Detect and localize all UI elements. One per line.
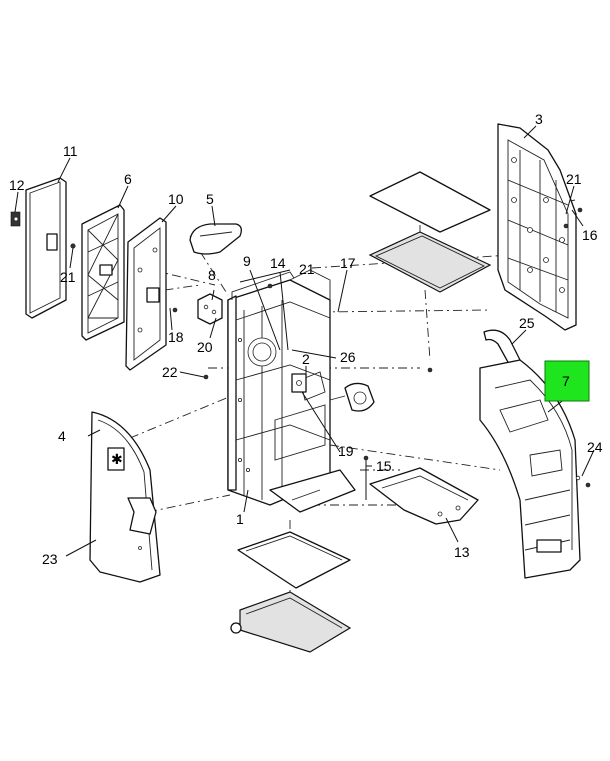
part-4-door-panel: ✱	[89, 411, 161, 583]
part-lower-floor-plate	[230, 531, 352, 653]
part-2-component	[291, 373, 307, 393]
part-12-latch	[10, 211, 21, 227]
callout-7[interactable]: 7	[562, 373, 570, 389]
svg-text:✱: ✱	[111, 451, 123, 467]
callout-9[interactable]: 9	[243, 253, 251, 269]
callout-26[interactable]: 26	[340, 349, 356, 365]
callout-8[interactable]: 8	[208, 267, 216, 283]
fasteners	[70, 207, 591, 488]
callout-16[interactable]: 16	[582, 227, 598, 243]
part-7-shroud	[479, 359, 581, 579]
callout-14[interactable]: 14	[270, 255, 286, 271]
callout-23[interactable]: 23	[42, 551, 58, 567]
callout-1[interactable]: 1	[236, 511, 244, 527]
callout-15[interactable]: 15	[376, 458, 392, 474]
callout-12[interactable]: 12	[9, 177, 25, 193]
part-blower-assembly	[329, 382, 375, 412]
callout-13[interactable]: 13	[454, 544, 470, 560]
part-3-side-panel	[497, 123, 577, 331]
callout-3[interactable]: 3	[535, 111, 543, 127]
highlighted-callout-7[interactable]: 7	[544, 360, 590, 402]
callout-21-center[interactable]: 21	[299, 261, 315, 277]
highlight-box[interactable]	[544, 360, 590, 402]
leader-lines	[14, 125, 595, 557]
callout-4[interactable]: 4	[58, 428, 66, 444]
callout-21-right[interactable]: 21	[566, 171, 582, 187]
callout-2[interactable]: 2	[302, 351, 310, 367]
callout-22[interactable]: 22	[162, 364, 178, 380]
callout-19[interactable]: 19	[338, 443, 354, 459]
callout-5[interactable]: 5	[206, 191, 214, 207]
callout-11[interactable]: 11	[63, 143, 78, 159]
part-8-hinge	[197, 293, 223, 325]
part-1-main-frame	[227, 269, 356, 513]
callout-6[interactable]: 6	[124, 171, 132, 187]
callout-24[interactable]: 24	[587, 439, 603, 455]
callout-10[interactable]: 10	[168, 191, 184, 207]
part-10-bracket	[125, 217, 167, 371]
part-15-rod	[363, 455, 369, 500]
callout-25[interactable]: 25	[519, 315, 535, 331]
part-upper-cover-plate	[368, 171, 492, 293]
callout-17[interactable]: 17	[340, 255, 356, 271]
part-11-panel	[25, 177, 67, 319]
part-13-floor-mat	[369, 467, 479, 525]
callout-labels: 11 12 6 10 5 3 21 16 21 8 9 21 17 14 18 …	[9, 111, 603, 567]
callout-18[interactable]: 18	[168, 329, 184, 345]
callout-20[interactable]: 20	[197, 339, 213, 355]
part-6-braced-panel	[81, 204, 125, 341]
part-5-handle	[189, 223, 242, 255]
callout-21-left[interactable]: 21	[60, 269, 76, 285]
